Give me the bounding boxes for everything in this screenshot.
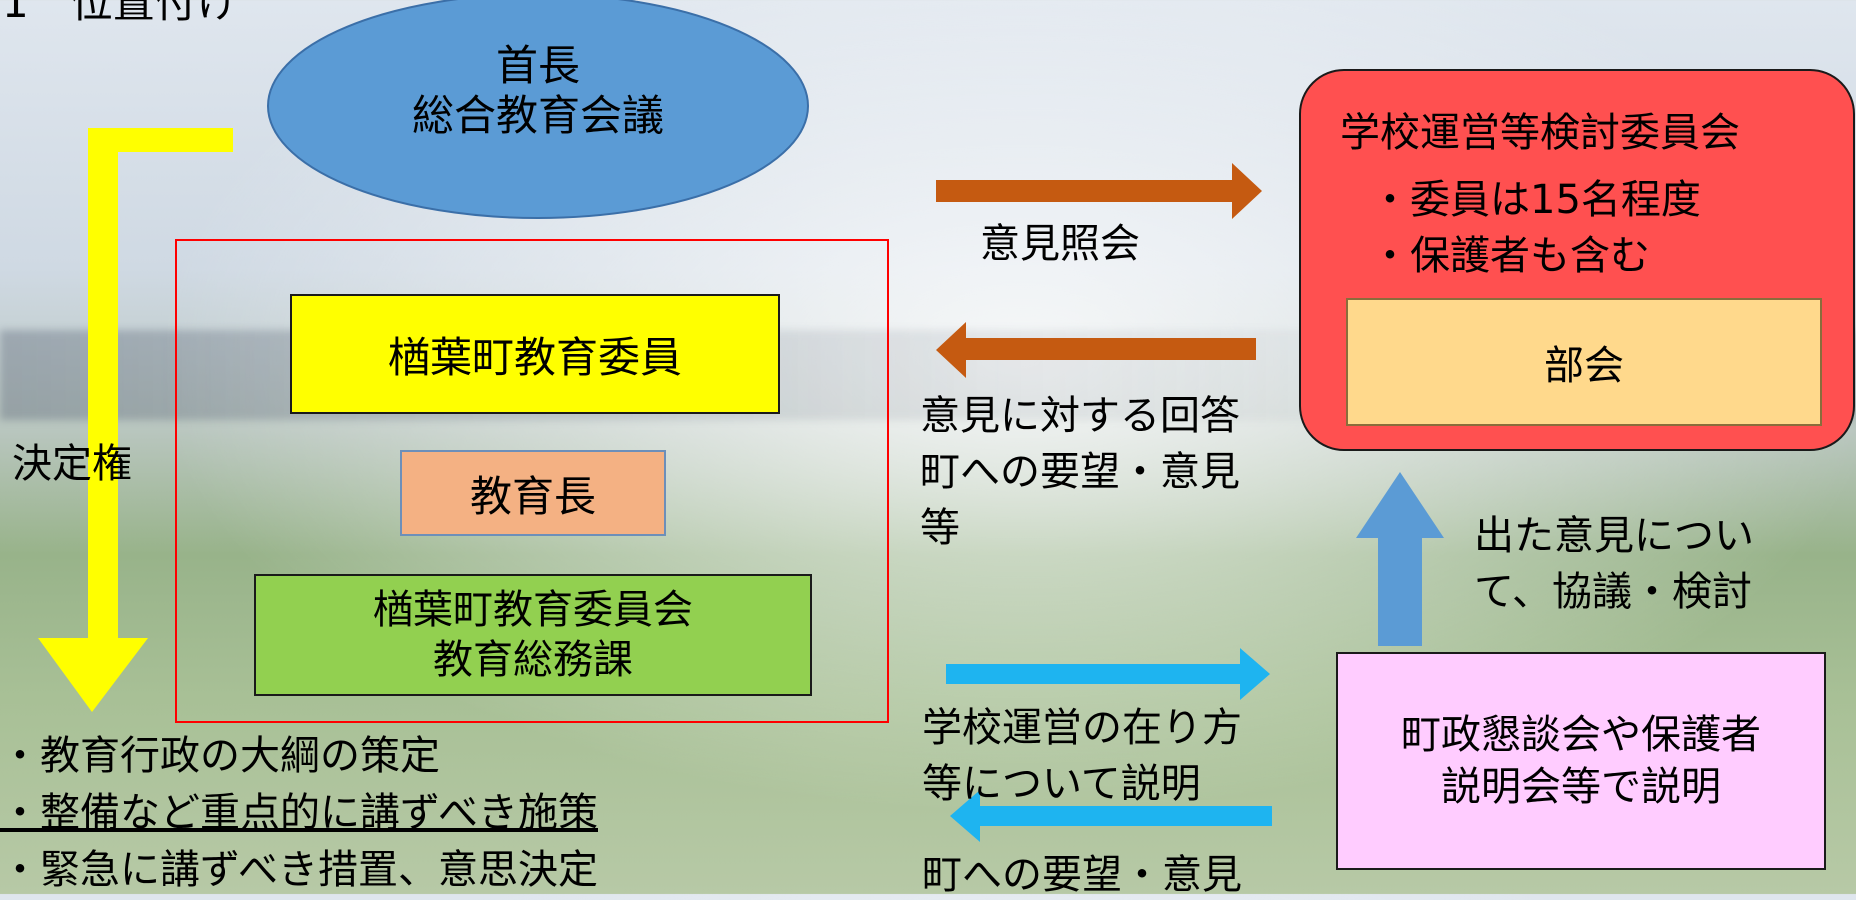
response-line: 意見に対する回答 [920, 393, 1240, 439]
briefing-line: 町政懇談会や保護者 [1401, 712, 1761, 758]
mayor-label: 首長 [495, 40, 580, 90]
subcommittee-box: 部会 [1346, 298, 1822, 426]
education-affairs-section-label: 教育総務課 [433, 637, 633, 683]
superintendent-label: 教育長 [469, 471, 596, 521]
comprehensive-education-council-label: 総合教育会議 [411, 91, 664, 140]
discussion-label: 出た意見につい て、協議・検討 [1474, 508, 1754, 620]
explain-line: 学校運営の在り方 [922, 705, 1242, 751]
committee-detail-item: ・委員は15名程度 [1370, 177, 1701, 223]
board-office-label: 楢葉町教育委員会 [373, 587, 693, 633]
subcommittee-label: 部会 [1544, 343, 1624, 389]
committee-details: ・委員は15名程度 ・保護者も含む [1370, 172, 1701, 284]
inquiry-label: 意見照会 [980, 221, 1140, 267]
discussion-line: て、協議・検討 [1474, 569, 1752, 615]
superintendent-box: 教育長 [400, 450, 666, 536]
explain-arrow [946, 648, 1270, 700]
board-members-label: 楢葉町教育委員 [387, 332, 682, 382]
request-arrow [950, 790, 1272, 842]
explain-line: 等について説明 [922, 761, 1201, 807]
briefing-box: 町政懇談会や保護者 説明会等で説明 [1336, 652, 1826, 870]
policy-item: ・緊急に講ずべき措置、意思決定 [0, 847, 598, 893]
explain-label: 学校運営の在り方 等について説明 [922, 700, 1242, 812]
decision-arrow [38, 128, 233, 712]
discussion-line: 出た意見につい [1474, 513, 1754, 559]
page-heading: 1 位置付け [2, 0, 239, 27]
education-board-frame [175, 239, 889, 723]
policy-item: ・整備など重点的に講ずべき施策 [0, 790, 598, 836]
mayor-ellipse-shape [267, 0, 809, 219]
discussion-arrow [1356, 472, 1444, 646]
response-label: 意見に対する回答 町への要望・意見 等 [920, 388, 1240, 556]
briefing-line: 説明会等で説明 [1441, 764, 1721, 810]
decision-label: 決定権 [12, 441, 132, 487]
policy-list: ・教育行政の大綱の策定 ・整備など重点的に講ずべき施策 ・緊急に講ずべき措置、意… [0, 728, 598, 899]
mayor-ellipse: 首長 総合教育会議 [318, 26, 758, 156]
response-line: 町への要望・意見 [920, 449, 1240, 495]
request-label: 町への要望・意見 [922, 852, 1242, 898]
committee-title: 学校運営等検討委員会 [1340, 110, 1740, 156]
committee-detail-item: ・保護者も含む [1370, 233, 1650, 279]
policy-item: ・教育行政の大綱の策定 [0, 733, 440, 779]
response-arrow [936, 322, 1256, 378]
inquiry-arrow [936, 163, 1262, 219]
board-members-box: 楢葉町教育委員 [290, 294, 780, 414]
board-office-box: 楢葉町教育委員会 教育総務課 [254, 574, 812, 696]
response-line: 等 [920, 505, 960, 551]
